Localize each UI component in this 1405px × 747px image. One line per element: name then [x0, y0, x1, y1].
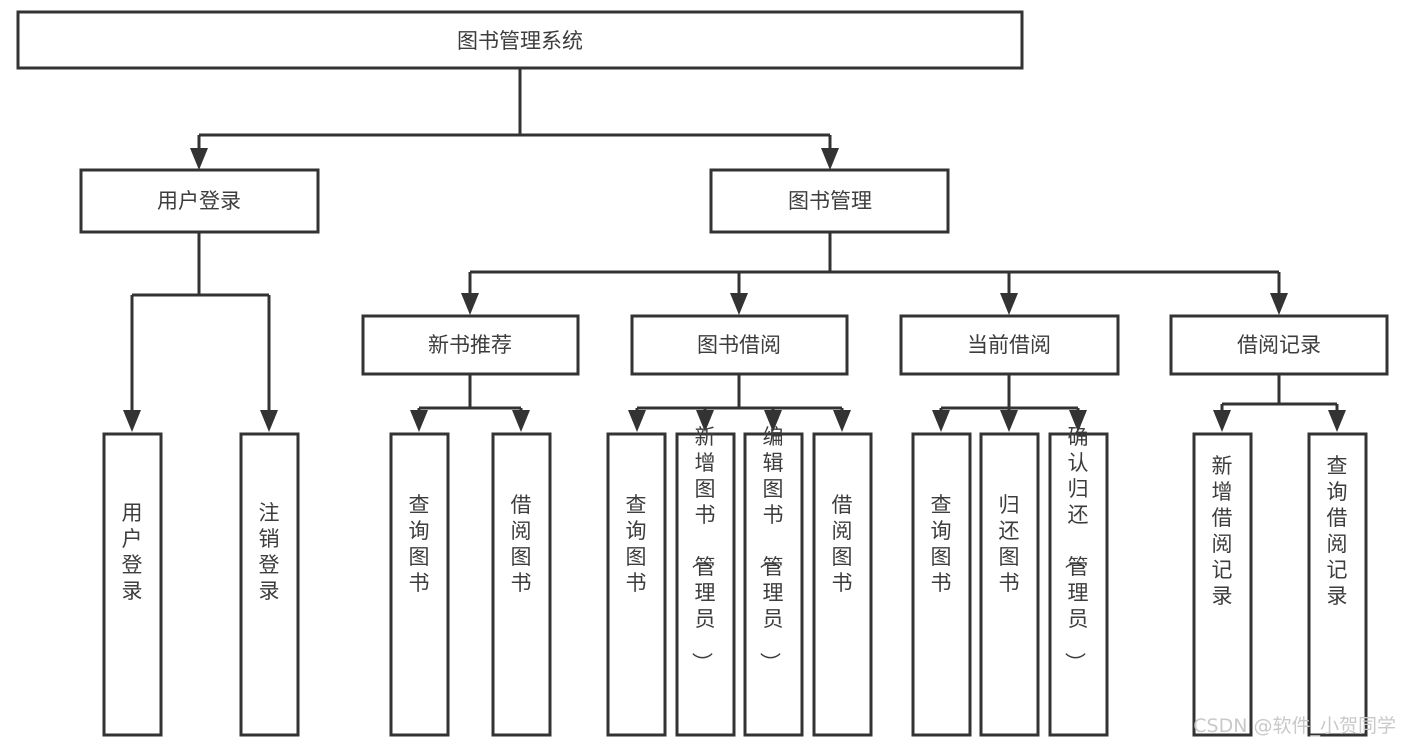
leaf-user-login-label: 用户登录: [122, 501, 143, 603]
leaf-query-book-2-box[interactable]: [606, 432, 667, 737]
node-book-borrow[interactable]: 图书借阅: [630, 314, 849, 376]
node-borrow-record-box[interactable]: [1169, 314, 1389, 376]
leaf-borrow-book-1[interactable]: 借阅图书: [491, 432, 552, 737]
csdn-watermark: CSDN @软件_小贺同学: [1193, 715, 1396, 737]
connector-group-user-login: [123, 232, 278, 432]
arrowhead-leaf-query-book-3: [932, 410, 950, 432]
leaf-borrow-book-2[interactable]: 借阅图书: [812, 432, 873, 737]
connector-group-book-borrow: [628, 374, 851, 432]
arrowhead-leaf-add-record: [1213, 410, 1231, 432]
leaf-query-book-3-label: 查询图书: [931, 493, 952, 595]
leaf-query-book-1[interactable]: 查询图书: [389, 432, 450, 737]
leaf-add-book[interactable]: 新增图书（管理员）: [675, 425, 736, 737]
arrowhead-leaf-user-login: [123, 410, 141, 432]
arrowhead-book-management: [821, 148, 839, 170]
leaf-confirm-return-label: 确认归还（管理员）: [1063, 425, 1089, 673]
arrowhead-leaf-return-book: [1000, 410, 1018, 432]
leaf-query-book-3-box[interactable]: [911, 432, 972, 737]
leaf-query-book-1-box[interactable]: [389, 432, 450, 737]
leaf-confirm-return-box[interactable]: [1048, 432, 1109, 737]
node-book-management[interactable]: 图书管理: [709, 168, 950, 234]
leaf-add-record-label: 新增借阅记录: [1212, 454, 1233, 608]
arrowhead-leaf-user-logout: [260, 410, 278, 432]
leaf-edit-book-box[interactable]: [743, 432, 804, 737]
leaf-borrow-book-1-box[interactable]: [491, 432, 552, 737]
arrowhead-user-login: [190, 148, 208, 170]
arrowhead-leaf-confirm-return: [1069, 410, 1087, 432]
leaf-user-logout-label: 注销登录: [259, 501, 280, 603]
connector-group-borrow-record: [1213, 374, 1346, 432]
arrowhead-leaf-edit-book: [764, 410, 782, 432]
node-book-management-box[interactable]: [709, 168, 950, 234]
node-borrow-record[interactable]: 借阅记录: [1169, 314, 1389, 376]
leaf-confirm-return[interactable]: 确认归还（管理员）: [1048, 425, 1109, 737]
arrowhead-current-borrow: [1000, 293, 1018, 315]
leaf-user-logout-box[interactable]: [239, 432, 300, 737]
leaf-return-book-label: 归还图书: [999, 493, 1020, 595]
arrowhead-leaf-query-record: [1328, 410, 1346, 432]
leaf-return-book[interactable]: 归还图书: [979, 432, 1040, 737]
leaf-query-book-1-label: 查询图书: [409, 493, 430, 595]
connector-group-new-book-recommend: [410, 374, 530, 432]
node-new-book-recommend-label: 新书推荐: [428, 333, 512, 357]
leaf-query-record-box[interactable]: [1307, 432, 1368, 737]
leaf-borrow-book-2-box[interactable]: [812, 432, 873, 737]
node-user-login-box[interactable]: [79, 168, 320, 234]
node-root-label: 图书管理系统: [457, 29, 583, 53]
leaf-edit-book-label: 编辑图书（管理员）: [758, 425, 784, 673]
leaf-add-record[interactable]: 新增借阅记录: [1192, 432, 1253, 737]
node-new-book-recommend[interactable]: 新书推荐: [361, 314, 580, 376]
leaf-edit-book[interactable]: 编辑图书（管理员）: [743, 425, 804, 737]
node-book-borrow-label: 图书借阅: [697, 333, 781, 357]
connector-group-book-management: [461, 232, 1288, 315]
leaf-query-book-2[interactable]: 查询图书: [606, 432, 667, 737]
leaf-add-record-box[interactable]: [1192, 432, 1253, 737]
arrowhead-leaf-borrow-book-1: [512, 410, 530, 432]
leaf-return-book-box[interactable]: [979, 432, 1040, 737]
leaf-add-book-label: 新增图书（管理员）: [690, 425, 716, 673]
arrowhead-leaf-borrow-book-2: [833, 410, 851, 432]
node-root-box[interactable]: [16, 10, 1024, 70]
leaf-add-book-box[interactable]: [675, 432, 736, 737]
arrowhead-new-book-recommend: [461, 293, 479, 315]
connector-group-current-borrow: [932, 374, 1087, 432]
node-borrow-record-label: 借阅记录: [1237, 333, 1321, 357]
connector-group-root: [190, 68, 839, 170]
node-current-borrow-label: 当前借阅: [967, 333, 1051, 357]
node-book-borrow-box[interactable]: [630, 314, 849, 376]
node-user-login[interactable]: 用户登录: [79, 168, 320, 234]
node-root[interactable]: 图书管理系统: [16, 10, 1024, 70]
node-new-book-recommend-box[interactable]: [361, 314, 580, 376]
leaf-user-logout[interactable]: 注销登录: [239, 432, 300, 737]
arrowhead-leaf-query-book-2: [628, 410, 646, 432]
leaf-borrow-book-1-label: 借阅图书: [511, 493, 532, 595]
node-book-management-label: 图书管理: [788, 189, 872, 213]
leaf-query-book-3[interactable]: 查询图书: [911, 432, 972, 737]
node-current-borrow-box[interactable]: [899, 314, 1120, 376]
arrowhead-leaf-query-book-1: [410, 410, 428, 432]
leaf-user-login[interactable]: 用户登录: [102, 432, 163, 737]
leaf-user-login-box[interactable]: [102, 432, 163, 737]
leaf-borrow-book-2-label: 借阅图书: [832, 493, 853, 595]
node-user-login-label: 用户登录: [157, 189, 241, 213]
node-current-borrow[interactable]: 当前借阅: [899, 314, 1120, 376]
leaf-query-record[interactable]: 查询借阅记录: [1307, 432, 1368, 737]
arrowhead-borrow-record: [1270, 293, 1288, 315]
arrowhead-leaf-add-book: [696, 410, 714, 432]
arrowhead-book-borrow: [730, 293, 748, 315]
leaf-query-book-2-label: 查询图书: [626, 493, 647, 595]
leaf-query-record-label: 查询借阅记录: [1327, 454, 1348, 608]
